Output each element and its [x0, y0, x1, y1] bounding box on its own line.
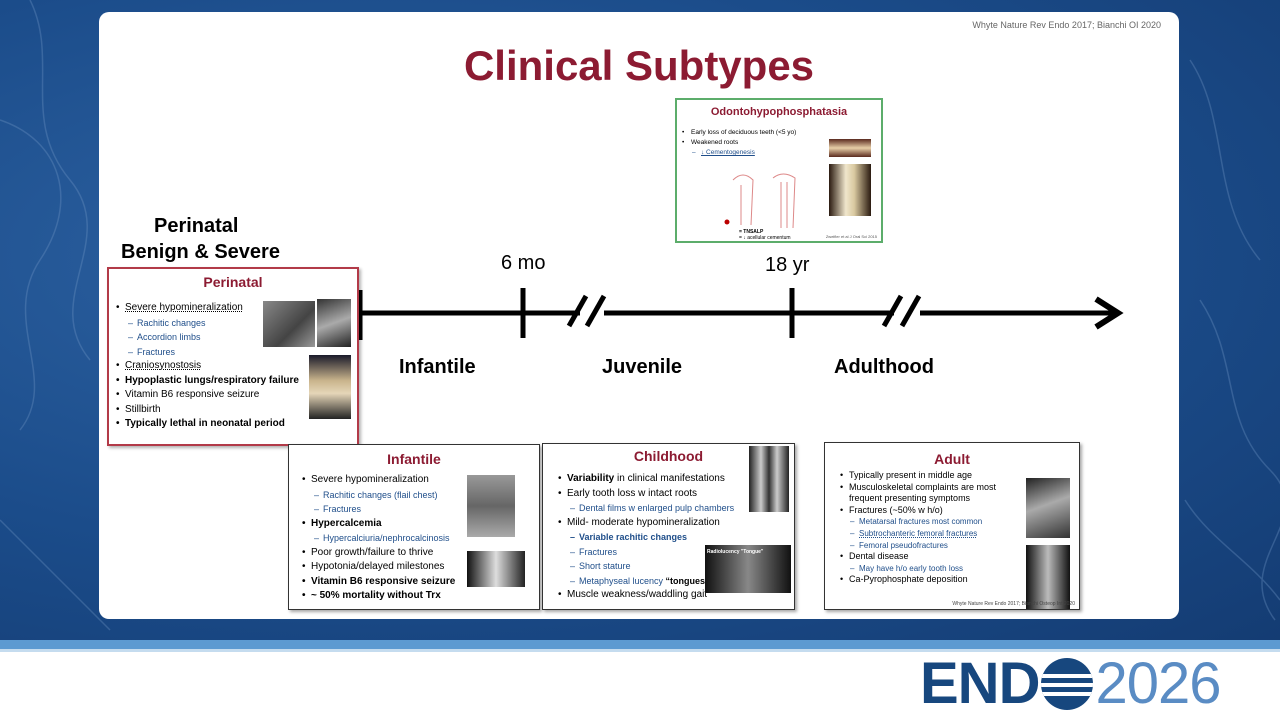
slide-title: Clinical Subtypes	[463, 42, 815, 89]
list-item: Fractures	[314, 502, 491, 517]
tooth-diagram	[724, 173, 796, 229]
odonto-card: Odontohypophosphatasia Early loss of dec…	[675, 98, 883, 243]
list-item: ↓ Cementogenesis	[692, 148, 831, 158]
list-item: Accordion limbs	[128, 330, 315, 345]
list-item: Rachitic changes (flail chest)	[314, 488, 491, 503]
xray-limb-image	[317, 299, 351, 347]
list-item: Typically present in middle age	[840, 470, 1024, 482]
globe-icon	[1041, 658, 1094, 710]
list-item: Weakened roots	[682, 138, 831, 148]
list-item: Hypotonia/delayed milestones	[302, 560, 491, 575]
infant-xray-image	[467, 551, 525, 587]
list-item: Metatarsal fractures most common	[850, 516, 1024, 528]
list-item: Vitamin B6 responsive seizure	[302, 575, 491, 590]
xray-knee-image: Radiolucency "Tongue"	[705, 545, 791, 593]
perinatal-list: Severe hypomineralization Rachitic chang…	[116, 301, 315, 432]
stage-adulthood: Adulthood	[834, 356, 934, 378]
endo-2026-logo: END 2026	[920, 651, 1222, 716]
list-item: Variability in clinical manifestations	[558, 472, 792, 487]
infant-photo	[309, 355, 351, 419]
list-item: Ca-Pyrophosphate deposition	[840, 574, 1024, 586]
list-item: Dental disease	[840, 551, 1024, 563]
logo-text-year: 2026	[1095, 651, 1221, 716]
timeline-arrowhead	[1094, 296, 1124, 330]
tooth-photo	[829, 164, 871, 216]
list-item: Early tooth loss w intact roots	[558, 487, 792, 502]
stage-juvenile: Juvenile	[602, 356, 683, 378]
list-item: Hypoplastic lungs/respiratory failure	[116, 374, 315, 389]
list-item: Fractures	[570, 545, 792, 560]
odonto-legend-1: = TNSALP	[739, 229, 764, 235]
xray-knee-label: Radiolucency "Tongue"	[707, 549, 764, 555]
odonto-list: Early loss of deciduous teeth (<5 yo) We…	[682, 128, 831, 158]
list-item: Vitamin B6 responsive seizure	[116, 388, 315, 403]
stage-infantile: Infantile	[399, 356, 476, 378]
adult-card-title: Adult	[934, 451, 970, 467]
slide: Whyte Nature Rev Endo 2017; Bianchi OI 2…	[99, 12, 1179, 619]
odonto-card-title: Odontohypophosphatasia	[710, 106, 848, 118]
xray-hand-image	[467, 475, 515, 537]
list-item: Fractures	[128, 345, 315, 360]
childhood-card-title: Childhood	[633, 448, 704, 464]
infantile-card: Infantile Severe hypomineralization Rach…	[288, 444, 540, 610]
list-item: Rachitic changes	[128, 316, 315, 331]
list-item: Fractures (~50% w h/o)	[840, 505, 1024, 517]
footer-stripe	[0, 640, 1280, 649]
infantile-list: Severe hypomineralization Rachitic chang…	[302, 473, 491, 604]
xray-chest-image	[263, 301, 315, 347]
list-item: Dental films w enlarged pulp chambers	[570, 501, 792, 516]
list-item: Early loss of deciduous teeth (<5 yo)	[682, 128, 831, 138]
timeline-break-1-slashes	[566, 294, 607, 328]
list-item: Typically lethal in neonatal period	[116, 417, 315, 432]
childhood-card: Childhood Variability in clinical manife…	[542, 443, 795, 610]
perinatal-card: Perinatal Severe hypomineralization Rach…	[107, 267, 359, 446]
odonto-citation: Zweifler et al J Oral Sci 2015	[825, 234, 877, 239]
adult-card-citation: Whyte Nature Rev Endo 2017; Bianchi Oste…	[952, 601, 1075, 607]
list-item: Poor growth/failure to thrive	[302, 546, 491, 561]
xray-legs-image	[749, 446, 789, 512]
perinatal-label: Perinatal	[154, 215, 239, 237]
childhood-list: Variability in clinical manifestations E…	[558, 472, 792, 603]
list-item: Severe hypomineralization	[302, 473, 491, 488]
timeline-mark-6mo: 6 mo	[501, 252, 546, 274]
timeline-break-2-slashes	[881, 294, 922, 328]
background-pattern	[0, 0, 1280, 631]
timeline-mark-18yr: 18 yr	[765, 254, 810, 276]
teeth-photo	[829, 139, 871, 157]
list-item: May have h/o early tooth loss	[850, 563, 1024, 575]
list-item: Stillbirth	[116, 403, 315, 418]
perinatal-sublabel: Benign & Severe	[121, 241, 280, 263]
list-item: Femoral pseudofractures	[850, 540, 1024, 552]
list-item: Hypercalcemia	[302, 517, 491, 532]
infantile-card-title: Infantile	[387, 451, 441, 467]
list-item: Short stature	[570, 559, 792, 574]
adult-list: Typically present in middle age Musculos…	[840, 470, 1024, 586]
logo-text-end: END	[920, 651, 1040, 716]
adult-card: Adult Typically present in middle age Mu…	[824, 442, 1080, 610]
footer-stripe-thin	[0, 649, 1280, 652]
list-item: Craniosynostosis	[116, 359, 315, 374]
xray-foot-image	[1026, 478, 1070, 538]
odonto-legend-2: = ↓ acellular cementum	[739, 235, 791, 241]
xray-femur-image	[1026, 545, 1070, 609]
perinatal-card-title: Perinatal	[203, 274, 263, 290]
list-item: Severe hypomineralization	[116, 301, 315, 316]
list-item: Subtrochanteric femoral fractures	[850, 528, 1024, 540]
list-item: Muscle weakness/waddling gait	[558, 588, 792, 603]
list-item: Metaphyseal lucency “tongues”	[570, 574, 792, 589]
list-item: Musculoskeletal complaints are most freq…	[840, 482, 1024, 505]
slide-citation: Whyte Nature Rev Endo 2017; Bianchi OI 2…	[972, 20, 1161, 30]
list-item: Mild- moderate hypomineralization	[558, 516, 792, 531]
timeline-axis	[357, 288, 1124, 340]
list-item: Variable rachitic changes	[570, 530, 792, 545]
list-item: ~ 50% mortality without Trx	[302, 589, 491, 604]
list-item: Hypercalciuria/nephrocalcinosis	[314, 531, 491, 546]
